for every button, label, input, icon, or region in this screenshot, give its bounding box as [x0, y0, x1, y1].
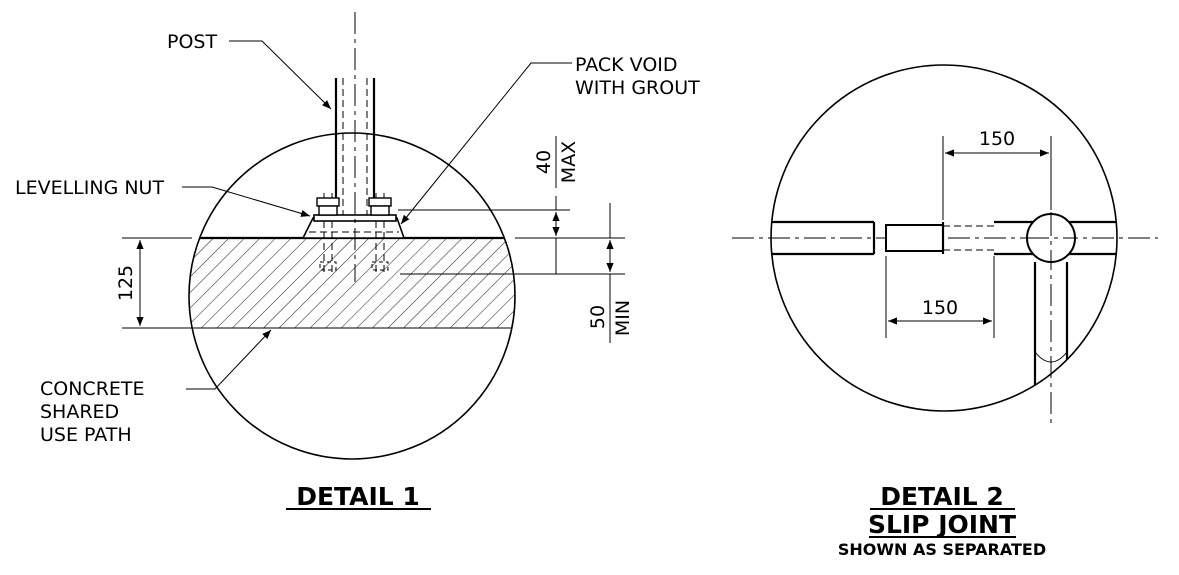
dimension-40-value: 40 [533, 150, 555, 174]
label-post: POST [167, 31, 217, 53]
dimension-upper-150: 150 [942, 128, 1052, 220]
dimension-125-label: 125 [115, 265, 137, 301]
label-pack-void-1: PACK VOID [575, 54, 678, 76]
label-levelling-nut: LEVELLING NUT [15, 177, 164, 199]
concrete-slab [189, 236, 515, 329]
detail-1-title: DETAIL 1 [296, 482, 420, 511]
post [334, 12, 376, 282]
dimension-50-min: 50 MIN [400, 203, 634, 343]
dimension-lower-150: 150 [885, 256, 995, 338]
detail-2-subtitle-slip-joint: SLIP JOINT [868, 510, 1016, 539]
slip-spigot [885, 224, 944, 252]
detail-1: 125 40 MAX 50 MIN POST PACK VOID WITH [15, 12, 700, 511]
dimension-lower-150-label: 150 [922, 297, 958, 319]
dimension-40-note: MAX [558, 141, 580, 183]
label-concrete-2: SHARED [40, 401, 119, 423]
dimension-125: 125 [115, 240, 144, 326]
left-rail [771, 220, 876, 256]
dimension-50-value: 50 [587, 305, 609, 329]
dimension-50-note: MIN [612, 300, 634, 336]
anchor-bolts [309, 193, 399, 272]
detail-2-title: DETAIL 2 [880, 482, 1004, 511]
label-concrete-1: CONCRETE [40, 378, 145, 400]
grout-pad [301, 217, 406, 239]
detail-2-note: SHOWN AS SEPARATED [838, 540, 1046, 559]
dimension-40-max: 40 MAX [398, 136, 580, 274]
label-concrete-3: USE PATH [40, 424, 132, 446]
label-pack-void-2: WITH GROUT [575, 77, 700, 99]
right-rail [943, 220, 1117, 256]
dimension-upper-150-label: 150 [979, 128, 1015, 150]
detail-2: 150 150 DETAIL 2 SLIP JOINT SHOWN AS SEP… [732, 64, 1158, 559]
